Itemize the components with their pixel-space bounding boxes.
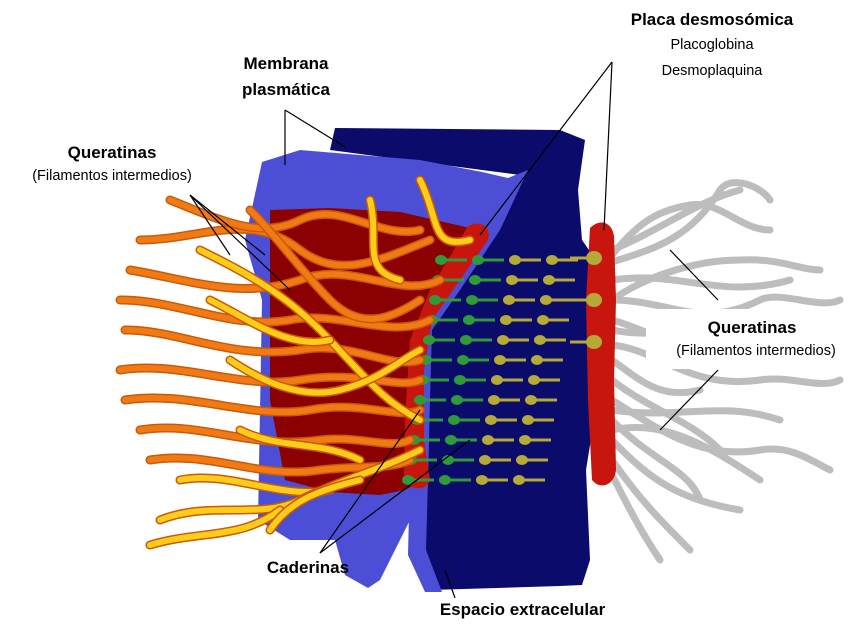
cadherin-head: [485, 415, 497, 425]
membrana-label-line1: Membrana: [216, 54, 356, 74]
cadherin-head: [516, 455, 528, 465]
cadherin-head: [460, 335, 472, 345]
desmoplakin-knob: [586, 293, 602, 307]
placa-item-placoglobina: Placoglobina: [612, 37, 812, 54]
cadherin-head: [435, 255, 447, 265]
cadherin-head: [531, 355, 543, 365]
cadherin-head: [482, 435, 494, 445]
cadherin-head: [509, 255, 521, 265]
cadherin-head: [525, 395, 537, 405]
cadherin-head: [537, 315, 549, 325]
cadherin-head: [540, 295, 552, 305]
cadherin-head: [494, 355, 506, 365]
cadherin-head: [448, 415, 460, 425]
right-keratin-filaments: [612, 183, 840, 560]
cadherin-head: [451, 395, 463, 405]
leader-line: [670, 250, 718, 300]
cadherin-head: [534, 335, 546, 345]
queratinas-left-subtitle: (Filamentos intermedios): [12, 168, 212, 185]
cadherin-head: [463, 315, 475, 325]
cadherin-head: [543, 275, 555, 285]
cadherin-head: [522, 415, 534, 425]
desmoplakin-knob: [586, 251, 602, 265]
placa-item-desmoplaquina: Desmoplaquina: [612, 63, 812, 80]
cadherin-head: [497, 335, 509, 345]
cadherin-head: [503, 295, 515, 305]
cadherin-head: [488, 395, 500, 405]
cadherin-head: [466, 295, 478, 305]
queratinas-left-title: Queratinas: [12, 143, 212, 163]
cadherin-head: [506, 275, 518, 285]
queratinas-right-title: Queratinas: [652, 318, 852, 338]
cadherin-head: [491, 375, 503, 385]
cadherin-head: [439, 475, 451, 485]
cadherin-head: [528, 375, 540, 385]
cadherin-head: [472, 255, 484, 265]
keratin-filament-gray: [612, 190, 740, 250]
cadherin-head: [469, 275, 481, 285]
leader-line: [660, 370, 718, 430]
caderinas-label: Caderinas: [248, 558, 368, 578]
cadherin-head: [423, 335, 435, 345]
cadherin-head: [457, 355, 469, 365]
cadherin-head: [476, 475, 488, 485]
desmoplakin-knob: [586, 335, 602, 349]
cadherin-head: [519, 435, 531, 445]
cadherin-head: [513, 475, 525, 485]
leader-line: [604, 62, 612, 230]
cadherin-head: [429, 295, 441, 305]
cadherin-head: [414, 395, 426, 405]
cadherin-head: [454, 375, 466, 385]
cadherin-head: [500, 315, 512, 325]
cadherin-head: [445, 435, 457, 445]
placa-title: Placa desmosómica: [612, 10, 812, 30]
cadherin-head: [546, 255, 558, 265]
cadherin-head: [479, 455, 491, 465]
queratinas-right-subtitle: (Filamentos intermedios): [652, 343, 860, 360]
membrana-label-line2: plasmática: [216, 80, 356, 100]
espacio-extracelular-label: Espacio extracelular: [415, 600, 630, 620]
